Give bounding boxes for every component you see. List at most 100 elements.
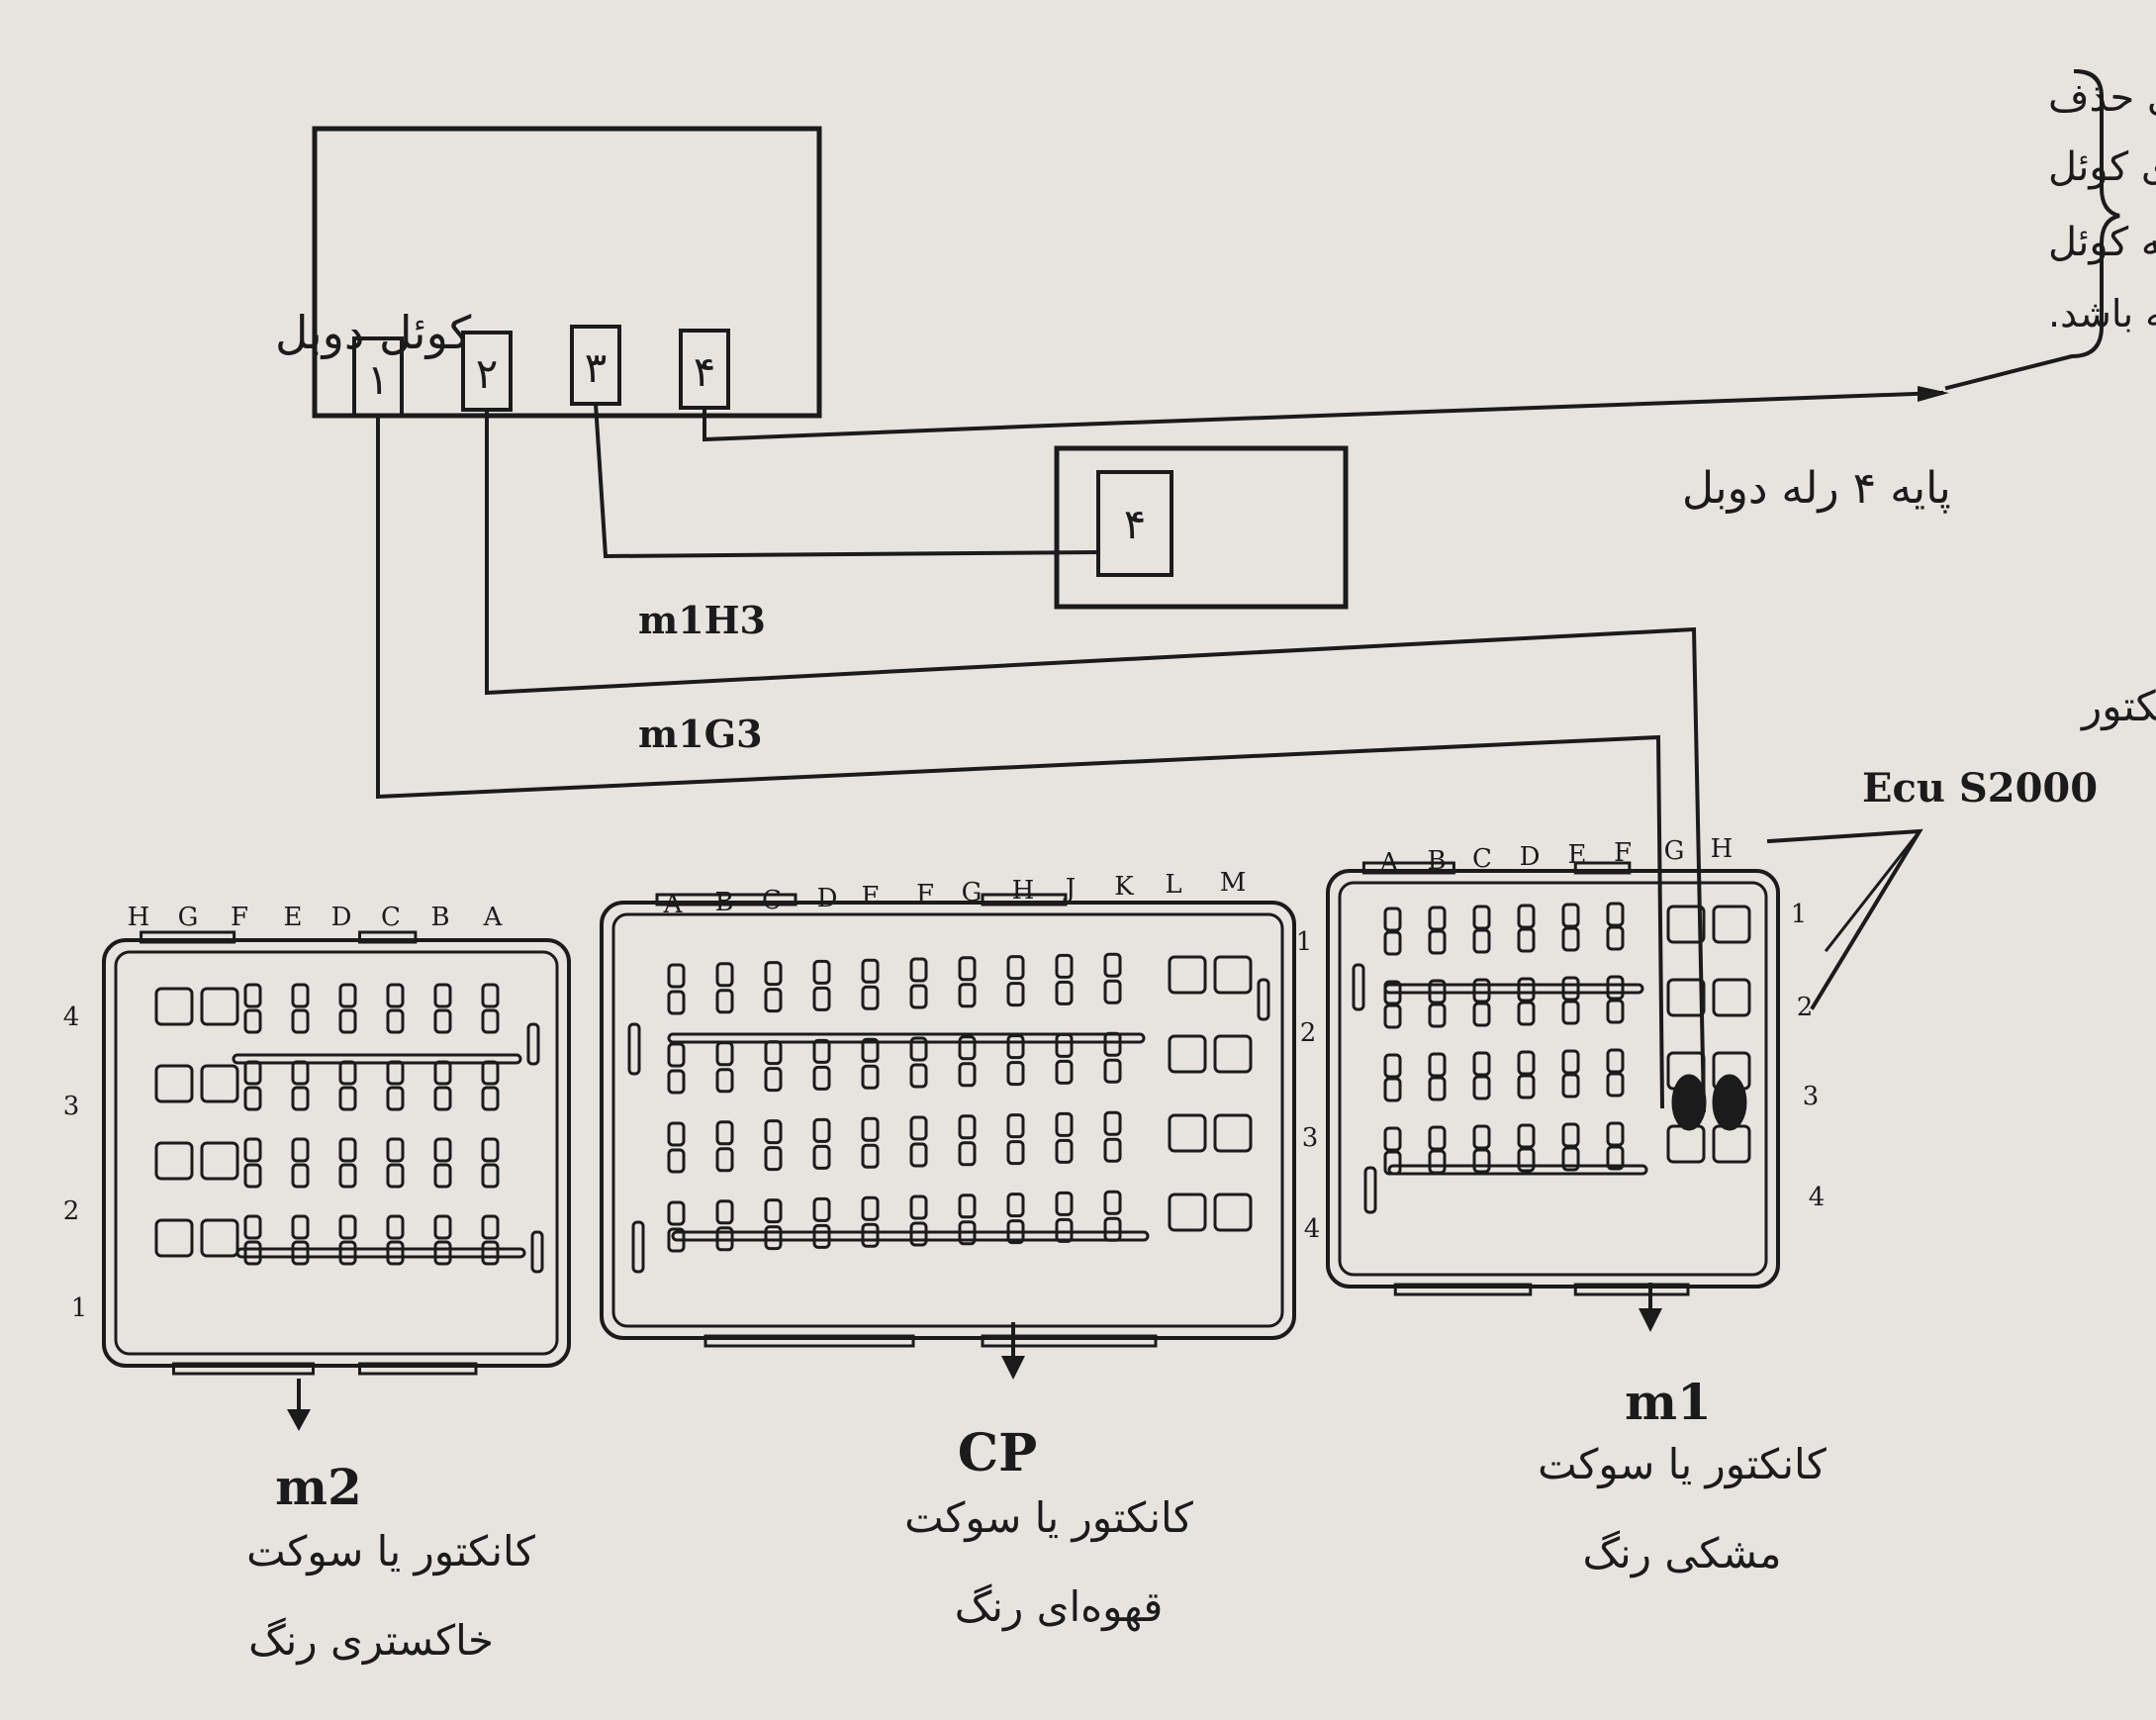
m1-pin-h3 <box>1712 1074 1747 1131</box>
note-line-2: پارازیت‌های کوئل <box>2048 144 2156 190</box>
cp-pin <box>1055 1191 1074 1216</box>
m2-pin <box>386 1137 405 1163</box>
m1-pin <box>1517 904 1536 929</box>
m1-pin <box>1561 1049 1580 1075</box>
cp-big-pin <box>1213 1034 1253 1074</box>
coil-box <box>312 126 822 419</box>
wire-label-m1g3: m1G3 <box>638 712 763 756</box>
m2-pin <box>338 1086 357 1111</box>
cp-separator-bar <box>667 1032 1146 1044</box>
m1-pin-g3 <box>1671 1074 1707 1131</box>
cp-pin <box>667 1148 686 1174</box>
cp-pin <box>861 1116 880 1142</box>
cp-pin <box>715 1199 734 1225</box>
m1-pin <box>1383 1126 1402 1152</box>
m2-pin <box>481 1060 500 1086</box>
m1-pin <box>1428 1052 1447 1078</box>
m2-pin <box>481 983 500 1008</box>
m2-pin <box>386 983 405 1008</box>
m1-pin <box>1383 1003 1402 1029</box>
m1-pin <box>1561 926 1580 952</box>
m2-pin <box>338 1008 357 1034</box>
cp-pin <box>1103 1190 1122 1215</box>
cp-pin <box>1055 1032 1074 1058</box>
cp-pin <box>1103 979 1122 1004</box>
m2-pin <box>338 983 357 1008</box>
cp-name: CP <box>958 1423 1038 1483</box>
m2-pin <box>243 1008 262 1034</box>
m1-caption-2: مشکی رنگ <box>1582 1529 1781 1577</box>
cp-pin <box>909 957 928 983</box>
m2-pin <box>481 1137 500 1163</box>
cp-pin <box>909 1036 928 1062</box>
cp-latch-tab <box>655 893 797 907</box>
cp-pin <box>715 1147 734 1173</box>
m2-pin <box>386 1060 405 1086</box>
m2-pin <box>338 1163 357 1189</box>
m2-pin <box>243 983 262 1008</box>
m2-caption-2: خاکستری رنگ <box>248 1616 494 1665</box>
cp-pin <box>812 959 831 985</box>
ecu-label: Ecu S2000 <box>1862 765 2098 812</box>
m1-pin <box>1428 1149 1447 1175</box>
m1-pin <box>1606 1121 1625 1147</box>
cp-pin <box>764 1225 783 1251</box>
m1-pin <box>1517 1147 1536 1173</box>
cp-pin <box>715 1041 734 1067</box>
cp-pin <box>861 1064 880 1090</box>
cp-pin <box>958 1035 977 1061</box>
cp-pin <box>958 1114 977 1140</box>
m2-row-label: 4 <box>63 1003 80 1032</box>
m1-bottom-tab <box>1393 1283 1533 1296</box>
m2-caption-1: کانکتور یا سوکت <box>246 1527 535 1576</box>
m2-pin <box>481 1214 500 1240</box>
cp-col-label: E <box>862 882 881 911</box>
m1-pin <box>1383 1077 1402 1102</box>
m2-pin <box>386 1214 405 1240</box>
note-line-1: - برای نصب خازن ۳۶۰۰ میکرو فاراد با بدنه… <box>2048 73 2156 121</box>
m1-pin <box>1561 1000 1580 1025</box>
cp-side-key <box>631 1220 645 1274</box>
cp-pin <box>958 983 977 1008</box>
cp-pin <box>1055 1059 1074 1085</box>
m1-pin <box>1561 1146 1580 1172</box>
m1-pin <box>1472 978 1491 1003</box>
cp-down-arrow <box>1001 1322 1025 1380</box>
m2-col-label: B <box>430 903 449 932</box>
cp-pin <box>1006 1113 1025 1139</box>
cp-pin <box>1103 1137 1122 1163</box>
coil-pin-4-label: ۴ <box>694 347 716 396</box>
m2-pin <box>433 1008 452 1034</box>
cp-pin <box>667 1042 686 1068</box>
m2-pin <box>338 1060 357 1086</box>
m1-separator-bar <box>1383 983 1644 995</box>
cp-pin <box>909 984 928 1009</box>
cp-pin <box>764 1067 783 1093</box>
cp-row-label: 3 <box>1302 1123 1319 1153</box>
wire-label-m1h3: m1H3 <box>638 598 766 642</box>
m1-pin <box>1561 1073 1580 1099</box>
m1-col-label: B <box>1427 846 1446 876</box>
m1-pin <box>1472 1002 1491 1027</box>
m1-pin <box>1472 1124 1491 1150</box>
cp-pin <box>812 1038 831 1064</box>
m1-col-label: C <box>1472 844 1492 874</box>
m2-pin <box>291 1008 310 1034</box>
m1-big-pin <box>1666 978 1706 1017</box>
cp-pin <box>812 986 831 1011</box>
m2-pin <box>243 1060 262 1086</box>
m1-col-label: F <box>1614 838 1632 868</box>
cp-pin <box>1006 1140 1025 1166</box>
m1-col-label: D <box>1520 842 1541 872</box>
m1-down-arrow <box>1639 1283 1662 1332</box>
m2-col-label: C <box>381 903 401 932</box>
m1-pin <box>1606 902 1625 927</box>
m2-big-pin <box>200 1218 239 1258</box>
m2-name: m2 <box>275 1458 362 1516</box>
m1-pin <box>1606 1048 1625 1074</box>
cp-big-pin <box>1168 955 1207 995</box>
cp-pin <box>812 1223 831 1249</box>
m1-separator-bar <box>1387 1164 1648 1176</box>
cp-col-label: L <box>1165 870 1181 900</box>
